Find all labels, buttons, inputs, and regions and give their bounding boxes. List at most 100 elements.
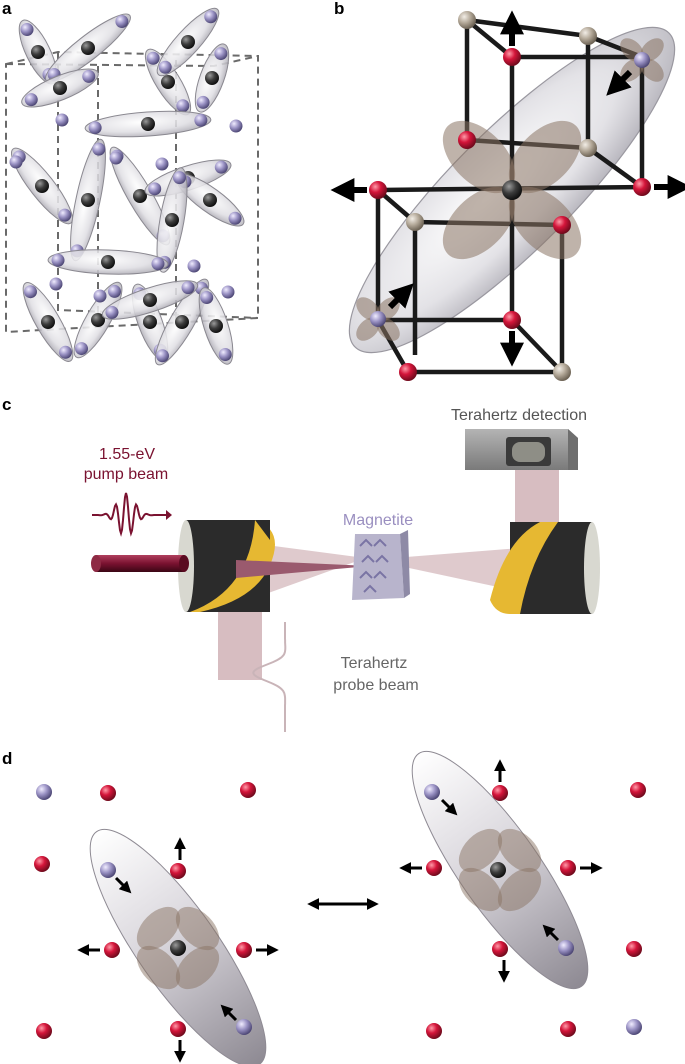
panel-c-letter: c xyxy=(2,395,11,414)
trimeron-state-left xyxy=(34,782,279,1064)
oxygen-atom xyxy=(240,782,256,798)
parabolic-mirror-right xyxy=(490,522,600,614)
iron-atom xyxy=(105,305,119,319)
iron-atom xyxy=(187,259,201,273)
tetrahedral-iron-atom xyxy=(406,213,424,231)
tetrahedral-iron-atom xyxy=(553,363,571,381)
d-orbital xyxy=(136,906,220,990)
trimeron-molecule xyxy=(22,282,74,362)
iron-atom xyxy=(214,47,228,61)
sample-label: Magnetite xyxy=(343,512,413,529)
pump-beam-label: pump beam xyxy=(84,466,169,483)
iron-center-atom xyxy=(181,35,195,49)
iron-center-atom xyxy=(203,193,217,207)
oxygen-atom xyxy=(369,181,387,199)
oxygen-atom xyxy=(170,1021,186,1037)
iron-atom xyxy=(36,784,52,800)
iron-center-atom xyxy=(170,940,186,956)
tetrahedral-iron-atom xyxy=(458,11,476,29)
iron-atom xyxy=(370,311,386,327)
iron-center-atom xyxy=(31,45,45,59)
iron-atom xyxy=(194,113,208,127)
iron-atom xyxy=(151,257,165,271)
iron-atom xyxy=(100,862,116,878)
iron-center-atom xyxy=(53,81,67,95)
arrow-icon xyxy=(542,924,560,942)
trimeron-molecule xyxy=(11,147,73,225)
panel-d-states xyxy=(34,750,646,1064)
tetrahedral-iron-atom xyxy=(579,139,597,157)
trimeron-molecule xyxy=(73,281,123,359)
arrow-icon xyxy=(387,283,414,310)
iron-atom xyxy=(218,348,232,362)
pump-energy-label: 1.55-eV xyxy=(99,446,155,463)
panel-a-structure xyxy=(5,7,259,366)
panel-d-letter: d xyxy=(2,749,12,768)
orbital-lobe xyxy=(175,945,220,990)
orbital-lobe xyxy=(458,867,503,912)
iron-atom xyxy=(148,182,162,196)
iron-atom xyxy=(156,349,169,363)
iron-atom xyxy=(115,15,129,29)
trimeron-molecule xyxy=(144,48,192,116)
panel-a-letter: a xyxy=(2,0,12,18)
iron-atom xyxy=(221,285,235,299)
iron-center-atom xyxy=(490,862,506,878)
iron-center-atom xyxy=(101,255,115,269)
trimeron-molecule xyxy=(21,68,99,108)
pump-beam-cone xyxy=(236,560,370,578)
iron-atom xyxy=(9,155,23,169)
detection-label: Terahertz detection xyxy=(451,407,587,424)
iron-atom xyxy=(82,69,96,83)
arrow-icon xyxy=(114,876,132,894)
oxygen-atom xyxy=(560,1021,576,1037)
trimeron-molecule xyxy=(194,43,230,113)
iron-atom xyxy=(93,289,107,303)
orbital-lobe xyxy=(136,945,181,990)
tetrahedral-iron-atom xyxy=(579,27,597,45)
lattice-atoms xyxy=(369,11,651,381)
oxygen-atom xyxy=(426,1023,442,1039)
iron-atom xyxy=(24,93,38,107)
iron-atom xyxy=(109,151,123,165)
iron-center-atom xyxy=(161,75,175,89)
terahertz-pulse-icon xyxy=(252,622,287,732)
oxygen-atom xyxy=(458,131,476,149)
iron-atom xyxy=(204,10,218,24)
iron-atom xyxy=(181,281,195,295)
panel-b-lattice xyxy=(330,10,685,381)
iron-atom xyxy=(229,119,243,133)
oxygen-atom xyxy=(633,178,651,196)
displacement-arrows xyxy=(330,10,685,367)
trimeron-molecule xyxy=(156,7,220,77)
pump-pulse-icon xyxy=(92,492,172,537)
oxygen-atom xyxy=(503,48,521,66)
iron-center-atom xyxy=(141,117,155,131)
iron-atom xyxy=(49,277,63,291)
oxygen-atom xyxy=(399,363,417,381)
orbital-lobe xyxy=(497,867,542,912)
oxygen-atom xyxy=(170,863,186,879)
arrow-icon xyxy=(606,69,633,96)
iron-atom xyxy=(424,784,440,800)
probe-label-line2: probe beam xyxy=(333,677,418,694)
iron-atom xyxy=(155,157,169,171)
orbital-lobe xyxy=(497,828,542,873)
iron-atom xyxy=(108,284,121,298)
oxygen-atom xyxy=(630,782,646,798)
magnetite-sample xyxy=(352,530,410,600)
trimeron-molecule xyxy=(101,280,199,320)
oxygen-atom xyxy=(492,785,508,801)
iron-atom xyxy=(158,60,172,74)
iron-center-atom xyxy=(205,71,219,85)
trimeron-molecule xyxy=(47,249,169,275)
terahertz-detector xyxy=(465,429,578,470)
iron-center-atom xyxy=(165,213,179,227)
iron-atom xyxy=(58,208,72,222)
iron-center-atom xyxy=(175,315,189,329)
oxygen-atom xyxy=(560,860,576,876)
oxygen-atom xyxy=(100,785,116,801)
orbital-lobe xyxy=(458,828,503,873)
iron-center-atom xyxy=(502,180,522,200)
iron-atom xyxy=(55,113,69,127)
